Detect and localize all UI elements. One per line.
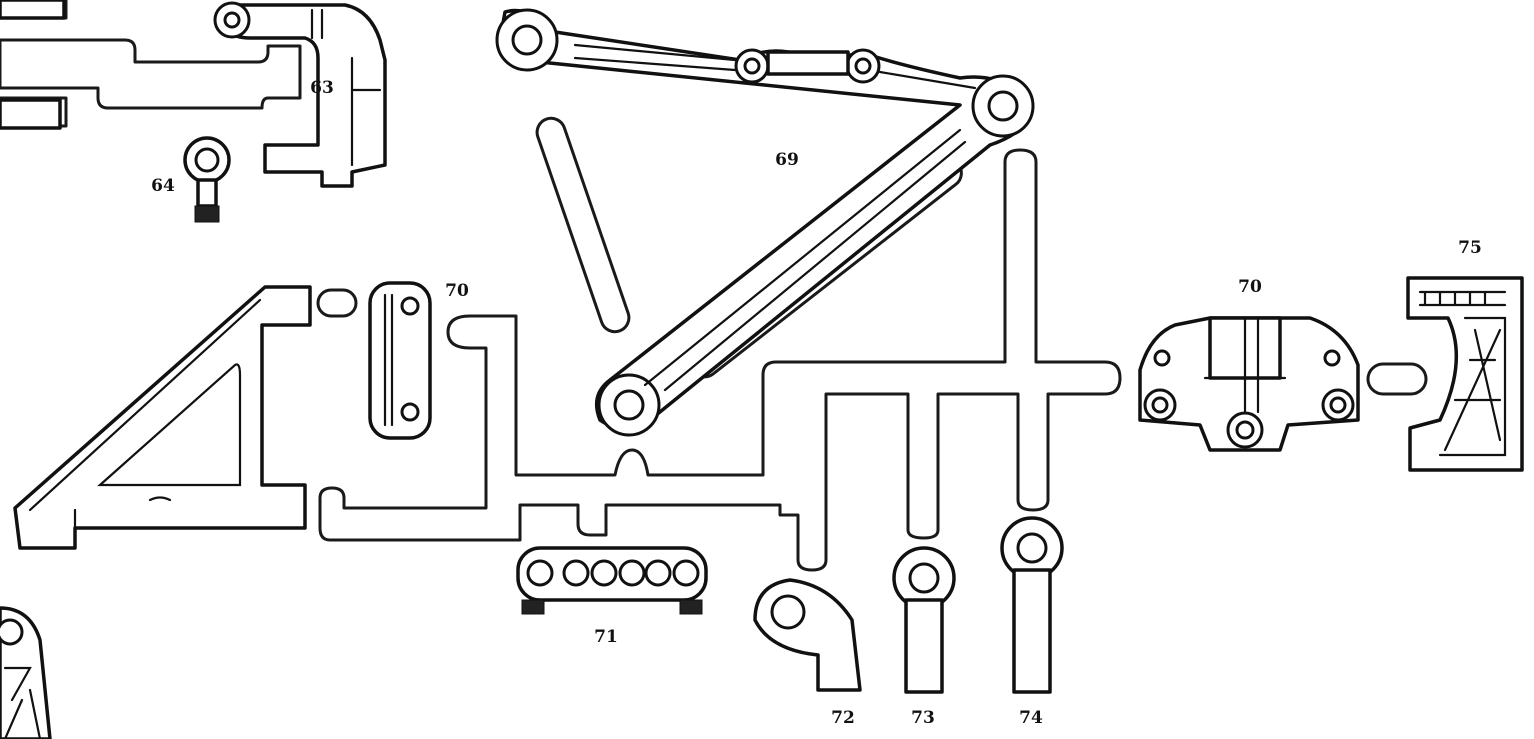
hole-strip-holes	[526, 559, 700, 587]
part-64-ball-end	[183, 136, 231, 223]
label-part-72: 72	[831, 708, 855, 728]
label-part-63: 63	[310, 78, 334, 98]
part-71-hole-strip	[516, 546, 708, 615]
label-part-73: 73	[911, 708, 935, 728]
part-73-rod-end	[892, 546, 956, 694]
part-72-offset-end	[753, 578, 862, 692]
label-part-70-bracket: 70	[1238, 277, 1262, 297]
part-75-mount-bracket	[1138, 316, 1360, 452]
label-part-70-mount: 70	[445, 281, 469, 301]
part-partial-top-left	[0, 0, 66, 130]
part-truss-bracket	[1406, 276, 1524, 472]
label-part-64: 64	[151, 176, 175, 196]
label-part-71: 71	[594, 627, 618, 647]
label-part-75: 75	[1458, 238, 1482, 258]
part-69-triangle-arm	[495, 8, 1035, 437]
part-70-mount	[368, 281, 432, 440]
label-part-69: 69	[775, 150, 799, 170]
part-74-rod-end	[1000, 516, 1064, 694]
part-partial-bottom-left	[0, 606, 52, 739]
part-70-triangle-brace	[13, 285, 312, 550]
part-63-bracket	[213, 1, 387, 188]
label-part-74: 74	[1019, 708, 1043, 728]
